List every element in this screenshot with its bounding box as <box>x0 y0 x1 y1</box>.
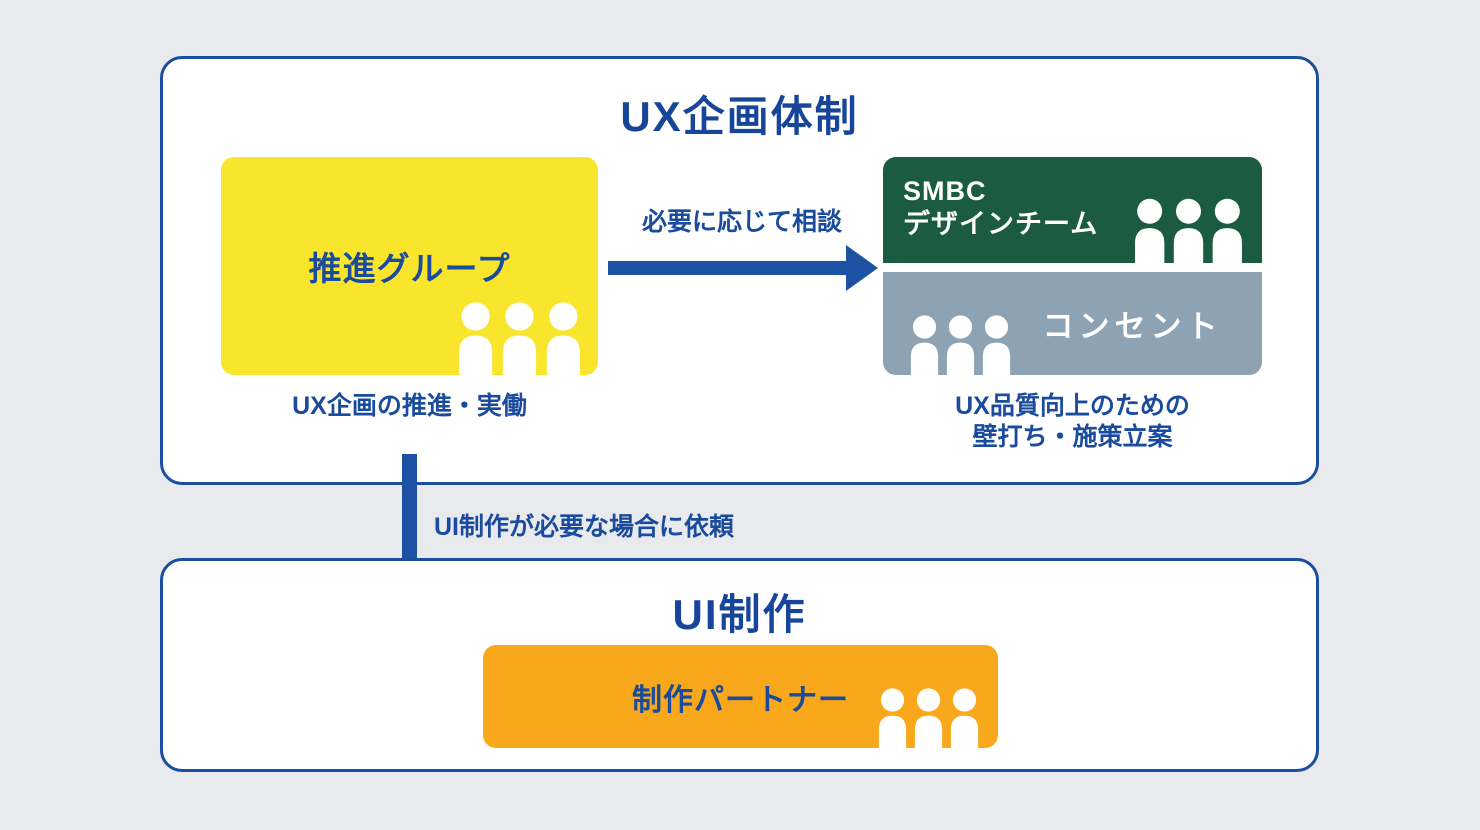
people-icon <box>459 302 580 375</box>
down-arrow-shaft <box>402 454 417 572</box>
right-caption-line2: 壁打ち・施策立案 <box>972 423 1173 451</box>
promotion-group-caption: UX企画の推進・実働 <box>292 392 527 420</box>
people-icon <box>878 688 979 748</box>
production-partner-box: 制作パートナー <box>483 645 998 748</box>
consult-arrow-label: 必要に応じて相談 <box>641 208 842 236</box>
concent-box: コンセント <box>883 272 1262 375</box>
smbc-design-team-box: SMBC デザインチーム <box>883 157 1262 263</box>
people-icon <box>1135 198 1242 263</box>
smbc-label-line1: SMBC <box>903 176 987 206</box>
promotion-group-box: 推進グループ <box>221 157 598 375</box>
ux-planning-panel-title: UX企画体制 <box>620 93 859 140</box>
promotion-group-label: 推進グループ <box>308 250 511 287</box>
concent-label: コンセント <box>1042 309 1223 344</box>
people-icon <box>910 315 1011 375</box>
right-arrow-head-icon <box>846 245 878 291</box>
right-side-caption: UX品質向上のための 壁打ち・施策立案 <box>883 391 1262 453</box>
request-arrow-label: UI制作が必要な場合に依頼 <box>434 513 735 541</box>
right-caption-line1: UX品質向上のための <box>955 392 1190 420</box>
right-arrow-shaft <box>608 261 847 275</box>
smbc-label-line2: デザインチーム <box>903 209 1099 239</box>
production-partner-label: 制作パートナー <box>632 683 849 717</box>
smbc-design-team-label: SMBC デザインチーム <box>903 175 1098 241</box>
ui-production-panel-title: UI制作 <box>672 591 807 638</box>
